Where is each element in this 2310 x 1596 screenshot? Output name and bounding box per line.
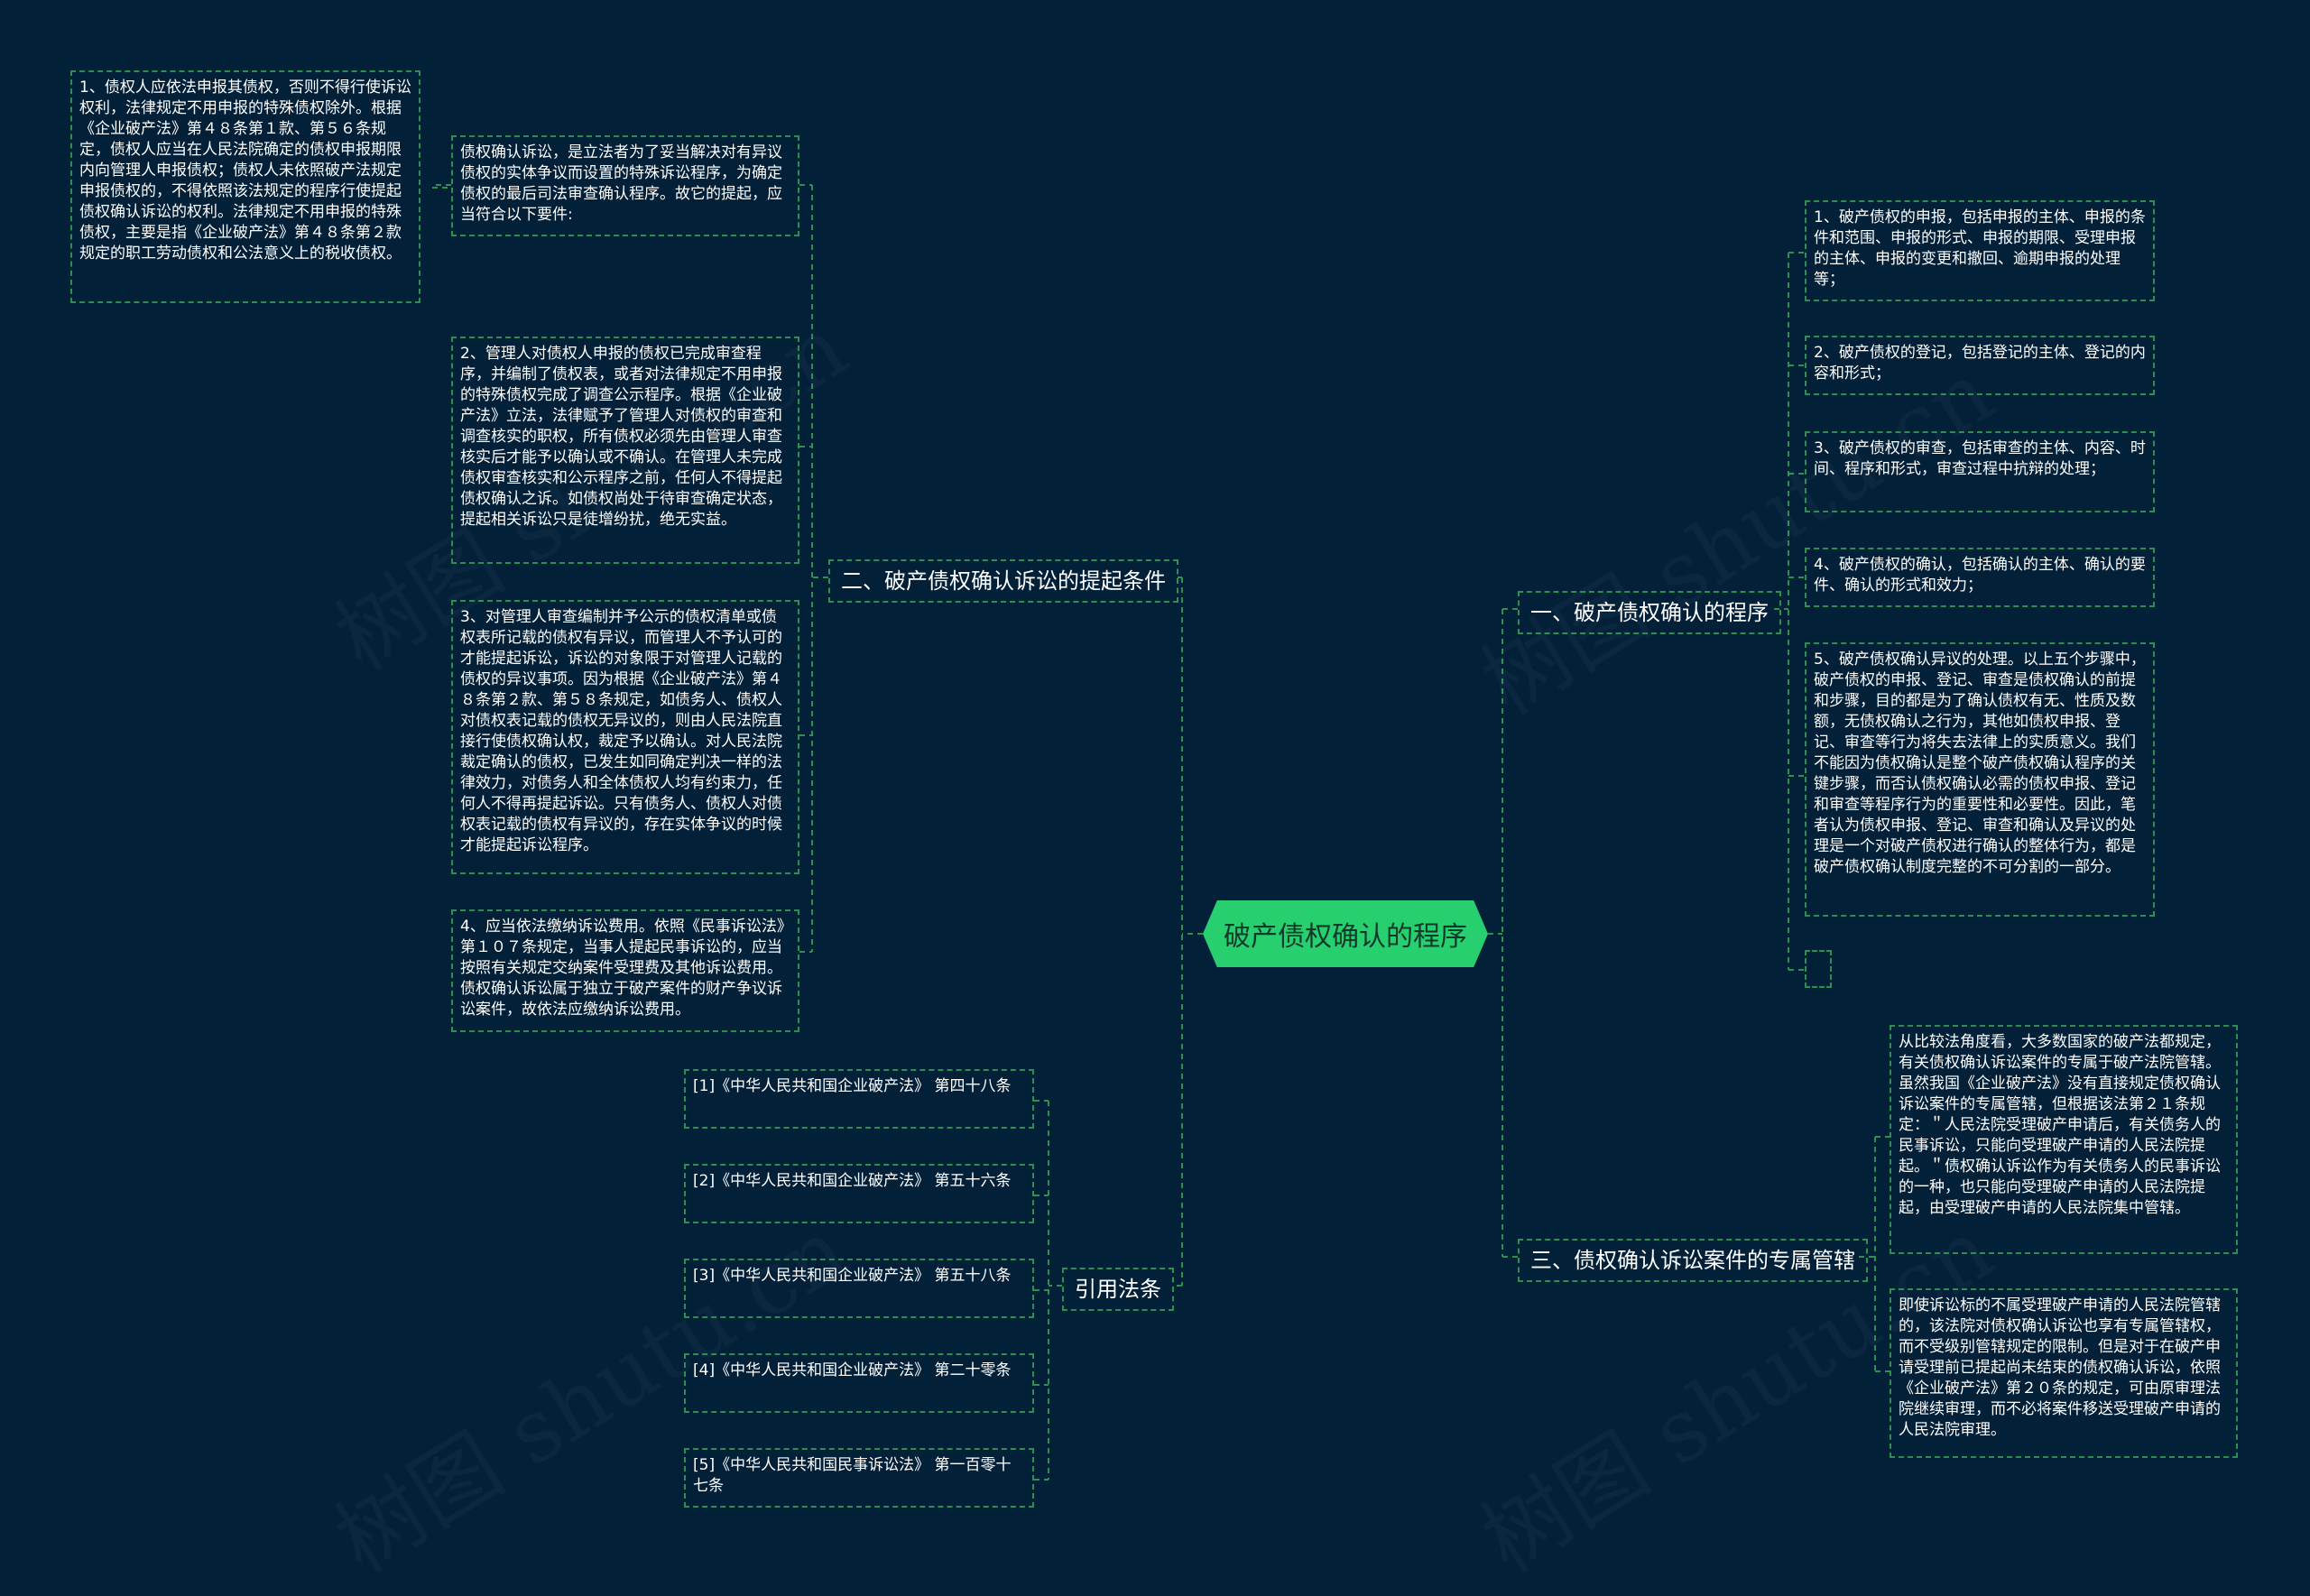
branch-procedure[interactable]: 一、破产债权确认的程序 (1518, 591, 1781, 634)
conditions-item-4[interactable]: 4、应当依法缴纳诉讼费用。依照《民事诉讼法》第１０７条规定，当事人提起民事诉讼的… (451, 909, 799, 1032)
procedure-item-3[interactable]: 3、破产债权的审查，包括审查的主体、内容、时间、程序和形式，审查过程中抗辩的处理… (1805, 431, 2155, 512)
conditions-item-2[interactable]: 2、管理人对债权人申报的债权已完成审查程序，并编制了债权表，或者对法律规定不用申… (451, 337, 799, 564)
conditions-item-1[interactable]: 1、债权人应依法申报其债权，否则不得行使诉讼权利，法律规定不用申报的特殊债权除外… (70, 70, 420, 303)
procedure-item-5[interactable]: 5、破产债权确认异议的处理。以上五个步骤中，破产债权的申报、登记、审查是债权确认… (1805, 642, 2155, 917)
jurisdiction-item-1[interactable]: 从比较法角度看，大多数国家的破产法都规定，有关债权确认诉讼案件的专属于破产法院管… (1890, 1025, 2238, 1254)
branch-conditions[interactable]: 二、破产债权确认诉讼的提起条件 (828, 559, 1178, 603)
jurisdiction-item-2[interactable]: 即使诉讼标的不属受理破产申请的人民法院管辖的，该法院对债权确认诉讼也享有专属管辖… (1890, 1288, 2238, 1458)
conditions-intro[interactable]: 债权确认诉讼，是立法者为了妥当解决对有异议债权的实体争议而设置的特殊诉讼程序，为… (451, 135, 799, 236)
law-item-3[interactable]: [3]《中华人民共和国企业破产法》 第五十八条 (684, 1259, 1034, 1318)
branch-laws[interactable]: 引用法条 (1062, 1268, 1174, 1311)
law-item-4[interactable]: [4]《中华人民共和国企业破产法》 第二十零条 (684, 1353, 1034, 1413)
procedure-empty-node[interactable] (1805, 950, 1832, 988)
procedure-item-1[interactable]: 1、破产债权的申报，包括申报的主体、申报的条件和范围、申报的形式、申报的期限、受… (1805, 200, 2155, 301)
procedure-item-2[interactable]: 2、破产债权的登记，包括登记的主体、登记的内容和形式； (1805, 336, 2155, 395)
law-item-1[interactable]: [1]《中华人民共和国企业破产法》 第四十八条 (684, 1069, 1034, 1129)
law-item-2[interactable]: [2]《中华人民共和国企业破产法》 第五十六条 (684, 1164, 1034, 1223)
branch-jurisdiction[interactable]: 三、债权确认诉讼案件的专属管辖 (1518, 1239, 1868, 1282)
root-node[interactable]: 破产债权确认的程序 (1203, 900, 1488, 967)
law-item-5[interactable]: [5]《中华人民共和国民事诉讼法》 第一百零十七条 (684, 1448, 1034, 1508)
procedure-item-4[interactable]: 4、破产债权的确认，包括确认的主体、确认的要件、确认的形式和效力； (1805, 548, 2155, 607)
conditions-item-3[interactable]: 3、对管理人审查编制并予公示的债权清单或债权表所记载的债权有异议，而管理人不予认… (451, 600, 799, 874)
